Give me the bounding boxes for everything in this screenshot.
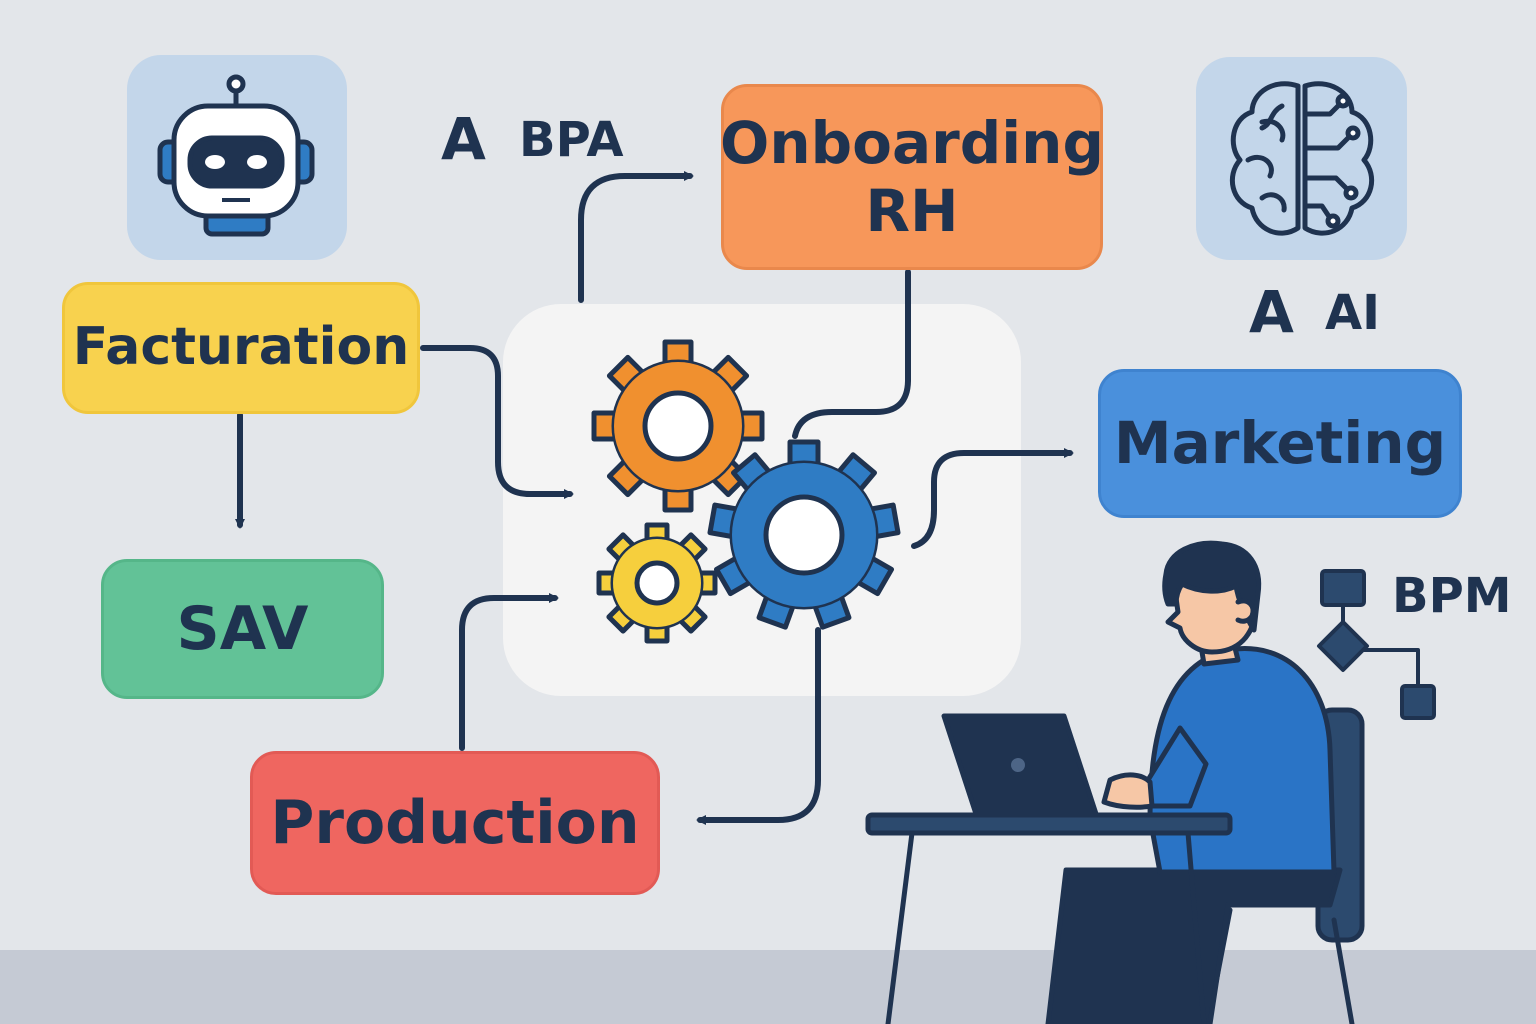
node-marketing: Marketing [1098, 369, 1462, 518]
node-onboarding-line2: RH [865, 177, 959, 245]
node-sav: SAV [101, 559, 384, 699]
ai-letter-logo: A [1249, 278, 1294, 346]
brain-circuit-icon [1229, 81, 1375, 236]
gears-icon [591, 339, 901, 644]
bpa-letter-logo: A [441, 105, 486, 173]
node-production: Production [250, 751, 660, 895]
node-onboarding-line1: Onboarding [720, 108, 1104, 177]
robot-icon [157, 74, 315, 237]
person-at-laptop-illustration [865, 540, 1365, 1024]
bpa-label: BPA [519, 112, 624, 168]
connector-gears-to-marketing [911, 448, 1074, 549]
brain-tile [1196, 57, 1407, 260]
floor [0, 950, 1536, 1024]
connector-production-to-gears [459, 593, 559, 751]
blue-gear [707, 439, 901, 630]
connector-onboarding-to-gears [792, 269, 911, 439]
node-production-label: Production [270, 787, 640, 858]
yellow-gear [596, 522, 718, 644]
node-sav-label: SAV [176, 593, 309, 664]
bpm-label: BPM [1392, 568, 1512, 624]
node-onboarding-rh: Onboarding RH [720, 84, 1104, 270]
process-flow-icon [1317, 569, 1436, 720]
node-facturation: Facturation [62, 282, 420, 414]
ai-label: AI [1325, 285, 1381, 341]
connector-gears-to-production [696, 627, 821, 825]
node-marketing-label: Marketing [1113, 409, 1447, 478]
connector-facturation-to-onboarding [578, 171, 694, 303]
connector-facturation-to-gears [420, 345, 574, 499]
node-facturation-label: Facturation [72, 317, 410, 378]
orange-gear [591, 339, 765, 513]
